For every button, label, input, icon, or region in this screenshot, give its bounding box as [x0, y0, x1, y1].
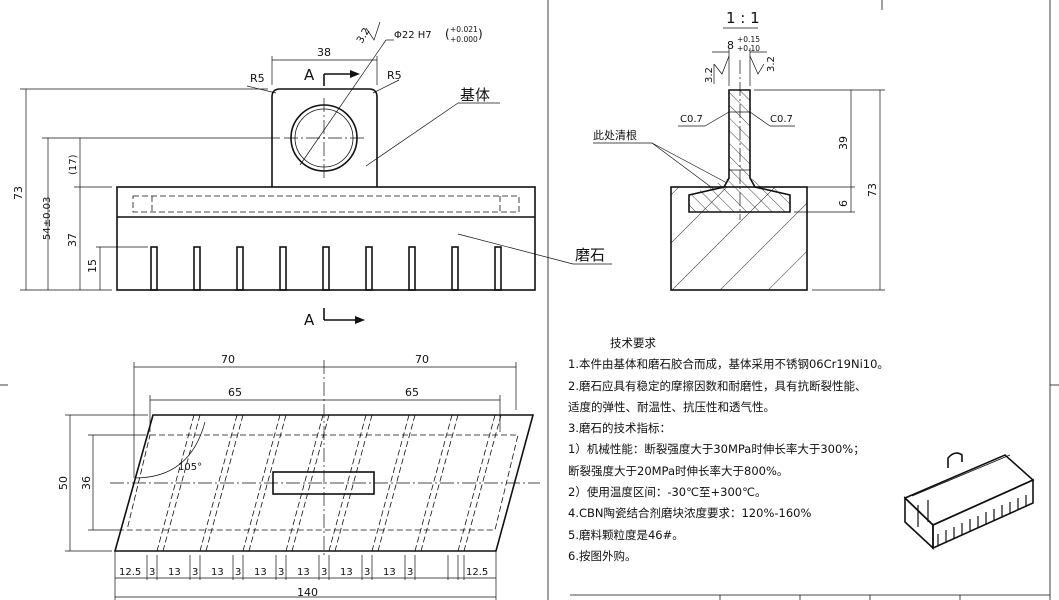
chain-dim-7: 3 — [278, 567, 284, 578]
note-line-4: 3.磨石的技术指标： — [568, 421, 671, 436]
dim-73: 73 — [12, 186, 25, 200]
chain-dim-13: 3 — [407, 567, 413, 578]
dim-65-left: 65 — [228, 386, 242, 399]
top-grooves — [156, 414, 502, 552]
roughness-right: 3.2 — [766, 56, 777, 72]
dim-37: 37 — [66, 233, 79, 247]
svg-text:): ) — [478, 27, 483, 41]
chain-dim-6: 13 — [254, 567, 267, 578]
dim-50: 50 — [57, 476, 70, 490]
section-view: 1 : 1 8 +0.15 +0.10 3.2 3.2 C0.7 C0.7 此处… — [593, 9, 885, 291]
isometric-sketch — [903, 452, 1035, 550]
dim-73-section: 73 — [866, 183, 879, 197]
note-line-3: 适度的弹性、耐温性、抗压性和透气性。 — [568, 399, 775, 414]
note-line-2: 2.磨石应具有稳定的摩擦因数和耐磨性，具有抗断裂性能、 — [568, 378, 867, 393]
dim-6: 6 — [837, 200, 850, 207]
slot-tol-lower: +0.10 — [737, 44, 760, 53]
roughness-left: 3.2 — [704, 67, 715, 83]
slot-width: 8 — [727, 39, 734, 52]
dim-65-right: 65 — [405, 386, 419, 399]
note-line-7: 2）使用温度区间：-30℃至+300℃。 — [568, 485, 767, 500]
dim-17: (17) — [68, 154, 79, 175]
section-label-a-top: A — [304, 66, 315, 84]
root-note: 此处清根 — [593, 128, 637, 142]
radius-right: R5 — [387, 69, 402, 82]
chain-dim-10: 13 — [340, 567, 353, 578]
front-view: 38 A R5 R5 3.2 Φ22 H7 ( +0.021 +0.000 ) … — [12, 21, 612, 329]
chain-dim-12: 13 — [383, 567, 396, 578]
svg-text:(: ( — [445, 27, 450, 41]
note-line-5: 1）机械性能：断裂强度大于30MPa时伸长率大于300%； — [568, 442, 865, 457]
dim-70-right: 70 — [415, 353, 429, 366]
chain-dim-4: 13 — [211, 567, 224, 578]
chamfer-left: C0.7 — [680, 114, 703, 125]
angle-label: 105° — [178, 462, 202, 473]
base-label: 基体 — [460, 86, 490, 104]
chain-dim-1: 3 — [149, 567, 155, 578]
hole-tol-lower: +0.000 — [450, 35, 478, 44]
slot-tol-upper: +0.15 — [737, 35, 760, 44]
dim-39: 39 — [837, 136, 850, 150]
chain-dim-11: 3 — [364, 567, 370, 578]
chamfer-right: C0.7 — [770, 114, 793, 125]
chain-dim-3: 3 — [192, 567, 198, 578]
top-view: 70 70 65 65 105° 50 36 — [57, 353, 540, 600]
dim-54: 54±0.03 — [42, 197, 53, 240]
stone-grooves — [150, 246, 502, 291]
dim-36: 36 — [80, 476, 93, 490]
stone-label: 磨石 — [575, 246, 605, 264]
chain-dim-2: 13 — [168, 567, 181, 578]
hole-roughness: 3.2 — [355, 26, 372, 45]
dim-140: 140 — [297, 586, 318, 599]
scale-label: 1 : 1 — [726, 9, 760, 27]
radius-left: R5 — [250, 72, 265, 85]
bottom-dimension-chain: 12.5 3 13 3 13 3 13 3 13 3 13 3 13 3 12.… — [114, 551, 497, 600]
hole-tol-upper: +0.021 — [450, 25, 478, 34]
chain-dim-14: 12.5 — [466, 567, 488, 578]
chain-dim-8: 13 — [297, 567, 310, 578]
dim-15: 15 — [86, 259, 99, 273]
section-label-a-bottom: A — [304, 311, 315, 329]
dim-70-left: 70 — [221, 353, 235, 366]
chain-dim-9: 3 — [321, 567, 327, 578]
chain-dim-0: 12.5 — [119, 567, 141, 578]
technical-requirements: 技术要求 1.本件由基体和磨石胶合而成，基体采用不锈钢06Cr19Ni10。 2… — [568, 333, 918, 567]
note-line-10: 6.按图外购。 — [568, 548, 637, 563]
note-line-9: 5.磨料颗粒度是46#。 — [568, 527, 684, 542]
note-line-6: 断裂强度大于20MPa时伸长率大于800%。 — [568, 463, 789, 478]
dim-38: 38 — [317, 46, 331, 59]
notes-title: 技术要求 — [610, 336, 656, 350]
hole-dimension: Φ22 H7 — [394, 30, 432, 41]
note-line-1: 1.本件由基体和磨石胶合而成，基体采用不锈钢06Cr19Ni10。 — [568, 357, 889, 372]
note-line-8: 4.CBN陶瓷结合剂磨块浓度要求：120%-160% — [568, 506, 812, 521]
chain-dim-5: 3 — [235, 567, 241, 578]
